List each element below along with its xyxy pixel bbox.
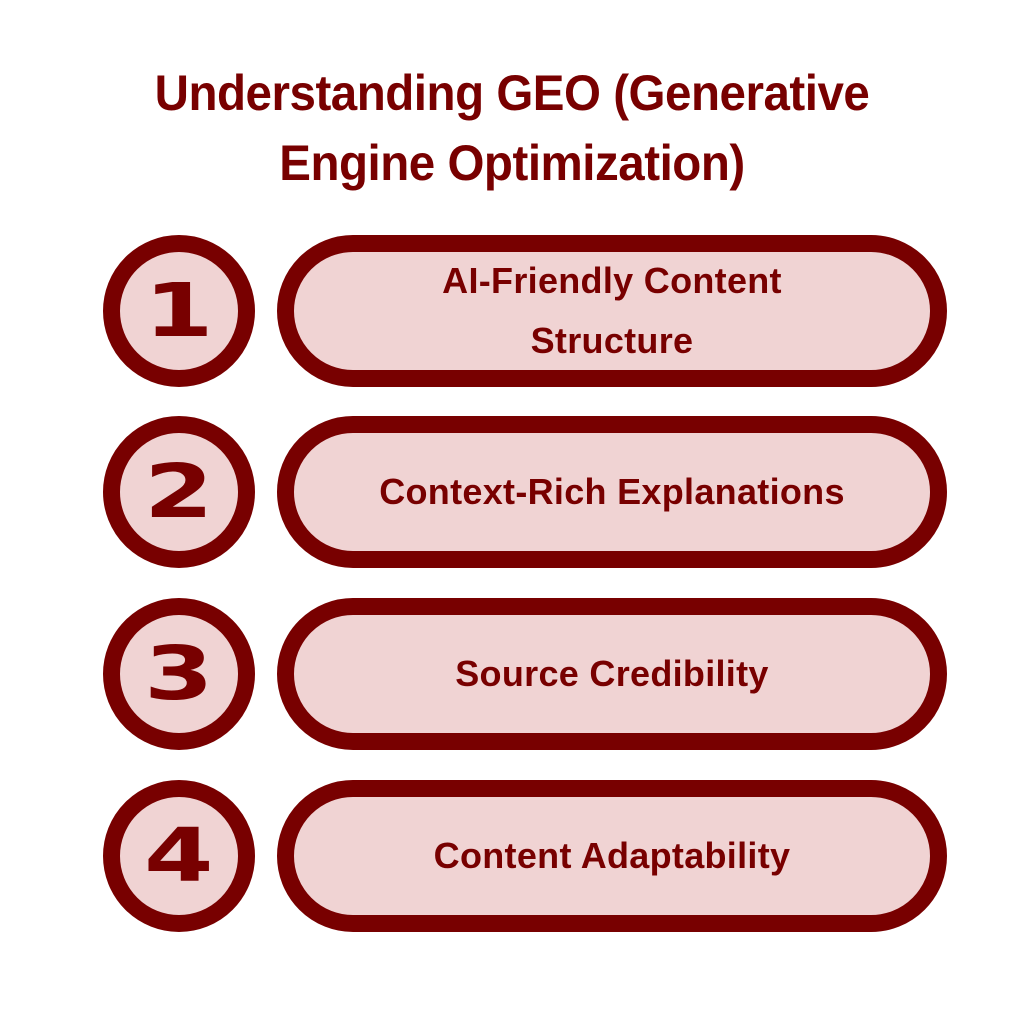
number-1: 1 [144,268,214,354]
item-label-1: AI-Friendly Content Structure [442,260,782,361]
item-label-3: Source Credibility [455,653,769,694]
item-label-4: Content Adaptability [433,835,791,876]
item-pill-4: Content Adaptability [277,780,947,932]
list-item-3: 3 Source Credibility [0,598,1024,750]
list-item-1: 1 AI-Friendly Content Structure [0,235,1024,387]
number-badge-4: 4 [103,780,255,932]
item-label-2: Context-Rich Explanations [379,471,845,512]
title-line-2: Engine Optimization) [279,135,745,191]
number-badge-1: 1 [103,235,255,387]
list-item-2: 2 Context-Rich Explanations [0,416,1024,568]
item-pill-3: Source Credibility [277,598,947,750]
title-line-1: Understanding GEO (Generative [154,65,870,121]
number-3: 3 [144,631,214,717]
number-badge-3: 3 [103,598,255,750]
number-4: 4 [144,813,214,899]
page-title: Understanding GEO (Generative Engine Opt… [26,58,999,198]
number-badge-2: 2 [103,416,255,568]
item-pill-2: Context-Rich Explanations [277,416,947,568]
number-2: 2 [144,449,214,535]
item-pill-1: AI-Friendly Content Structure [277,235,947,387]
list-item-4: 4 Content Adaptability [0,780,1024,932]
